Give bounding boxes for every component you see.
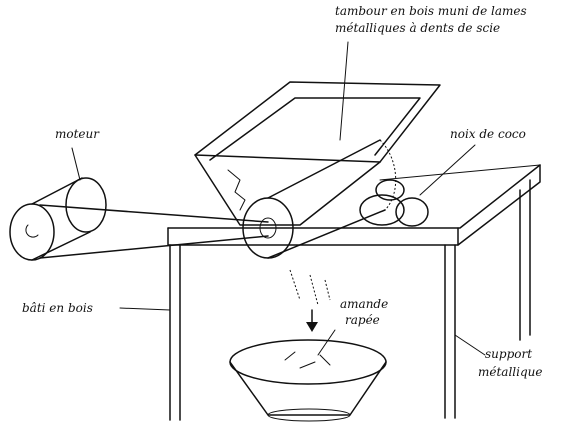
hopper	[194, 81, 441, 226]
label-support-line1: support	[485, 347, 533, 361]
falling-grated-coconut	[289, 269, 331, 306]
drive-belt	[39, 204, 269, 259]
table-top	[167, 164, 541, 246]
leader-lines	[71, 41, 486, 356]
coconuts	[359, 179, 429, 227]
down-arrow	[306, 309, 318, 332]
label-frame: bâti en bois	[22, 301, 93, 315]
label-drum-line2: métalliques à dents de scie	[335, 21, 501, 35]
label-grated-line2: rapée	[345, 313, 380, 327]
label-support-line2: métallique	[478, 365, 543, 379]
wooden-frame-legs	[169, 179, 531, 421]
label-coconut: noix de coco	[450, 127, 526, 141]
collecting-bowl	[229, 339, 387, 422]
label-grated-line1: amande	[340, 297, 389, 311]
motor	[9, 177, 107, 261]
label-drum-line1: tambour en bois muni de lames	[335, 4, 527, 18]
label-motor: moteur	[55, 127, 99, 141]
grater-drum	[242, 139, 397, 259]
